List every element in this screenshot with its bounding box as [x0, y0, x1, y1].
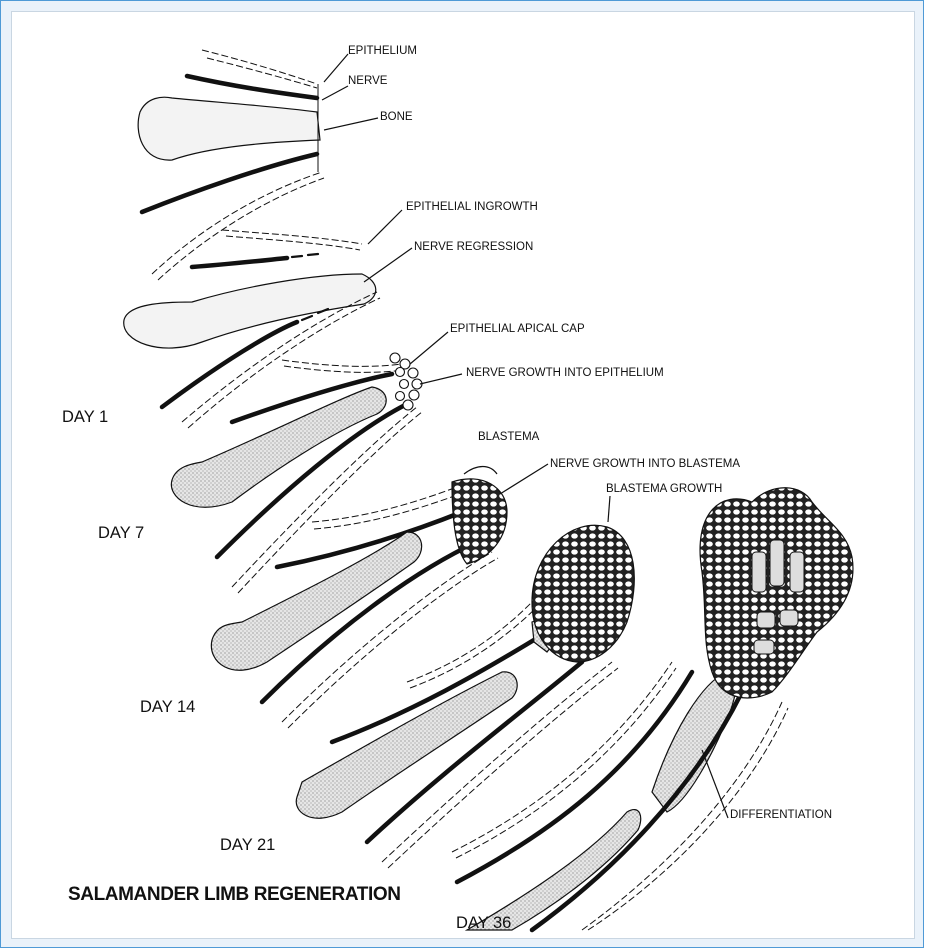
figure-panel: EPITHELIUM NERVE BONE EPITHELIAL INGROWT… — [11, 11, 915, 939]
label-blastema-growth: BLASTEMA GROWTH — [606, 483, 722, 495]
limb-regeneration-diagram: EPITHELIUM NERVE BONE EPITHELIAL INGROWT… — [12, 12, 916, 940]
label-day-36: DAY 36 — [456, 914, 511, 932]
label-epithelium: EPITHELIUM — [348, 45, 417, 57]
label-differentiation: DIFFERENTIATION — [730, 809, 832, 821]
label-bone: BONE — [380, 111, 413, 123]
label-day-1: DAY 1 — [62, 408, 108, 426]
label-nerve-regression: NERVE REGRESSION — [414, 241, 533, 253]
label-epithelial-ingrowth: EPITHELIAL INGROWTH — [406, 201, 538, 213]
stage-amputation — [138, 50, 324, 280]
stage-day-36 — [452, 488, 853, 930]
label-blastema: BLASTEMA — [478, 431, 540, 443]
label-nerve-growth-into-epithelium: NERVE GROWTH INTO EPITHELIUM — [466, 367, 664, 379]
stage-day-1 — [124, 230, 380, 428]
label-nerve-growth-into-blastema: NERVE GROWTH INTO BLASTEMA — [550, 458, 740, 470]
label-day-14: DAY 14 — [140, 698, 195, 716]
label-nerve: NERVE — [348, 75, 388, 87]
stage-day-14 — [211, 467, 507, 729]
label-day-21: DAY 21 — [220, 836, 275, 854]
label-day-7: DAY 7 — [98, 524, 144, 542]
label-epithelial-apical-cap: EPITHELIAL APICAL CAP — [450, 323, 585, 335]
figure-title: SALAMANDER LIMB REGENERATION — [68, 884, 401, 905]
